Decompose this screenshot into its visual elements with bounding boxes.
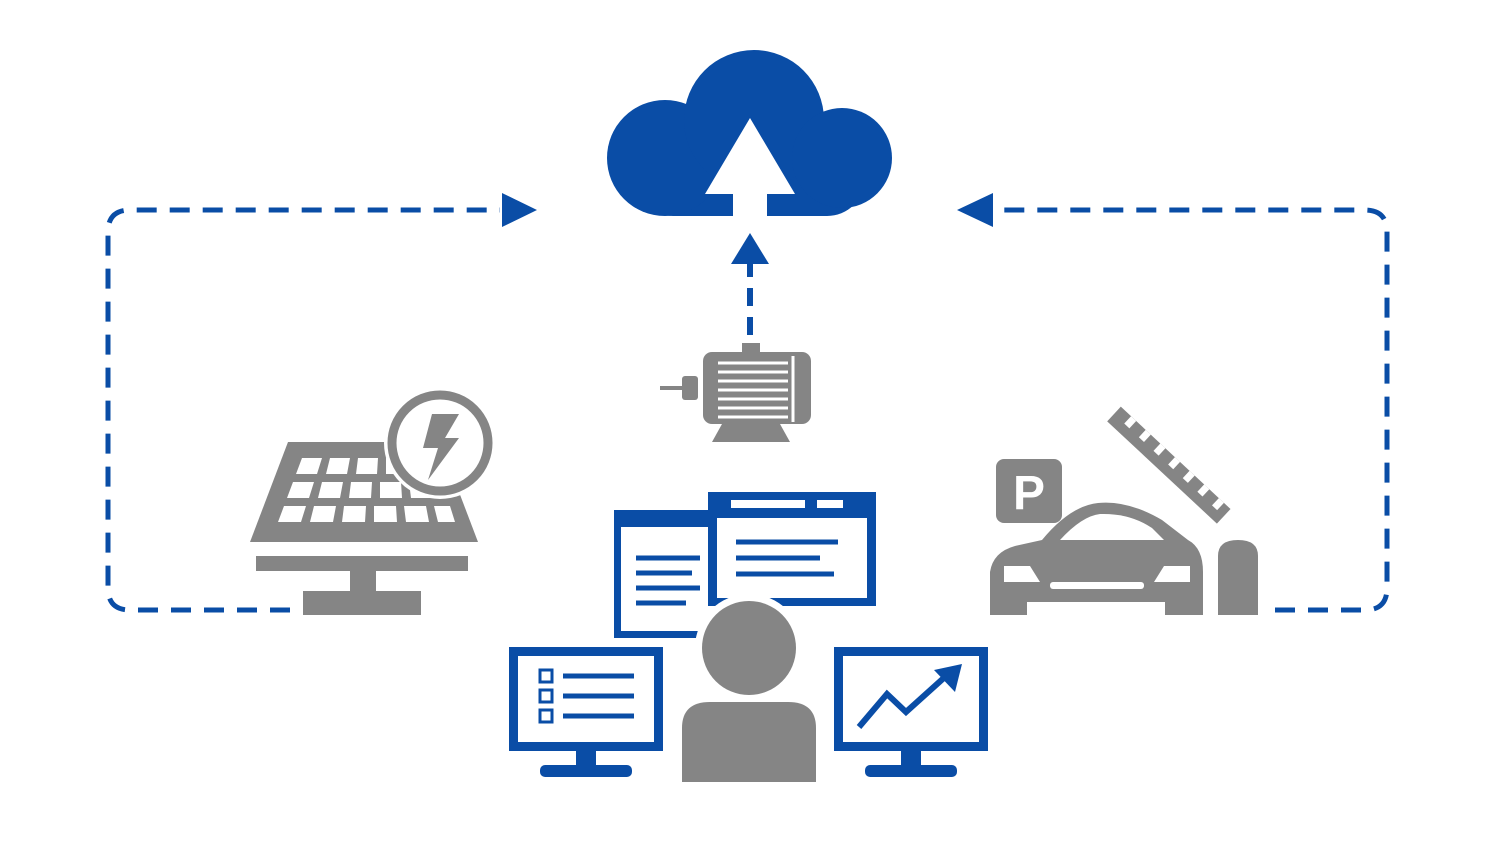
- center-connector: [731, 233, 769, 335]
- lightning-bolt-icon: [384, 387, 496, 499]
- parking-sign-letter: P: [1013, 467, 1045, 520]
- parking-barrier-icon: [1107, 406, 1258, 615]
- checklist-monitor-icon: [509, 647, 663, 777]
- left-dashed-path: [105, 207, 500, 613]
- center-arrow-head: [731, 233, 769, 264]
- cloud-upload-icon: [607, 50, 892, 216]
- car-icon: [990, 502, 1203, 615]
- right-arrow-head: [957, 193, 993, 227]
- right-dashed-path: [995, 207, 1390, 613]
- upload-arrow-icon: [705, 118, 795, 216]
- right-connector: [957, 193, 1390, 613]
- left-arrow-head: [502, 193, 537, 227]
- trend-chart-monitor-icon: [834, 647, 988, 777]
- person-icon: [682, 594, 816, 782]
- parking-sign-icon: P: [996, 459, 1062, 523]
- left-connector: [105, 193, 537, 613]
- electric-motor-icon: [660, 343, 811, 442]
